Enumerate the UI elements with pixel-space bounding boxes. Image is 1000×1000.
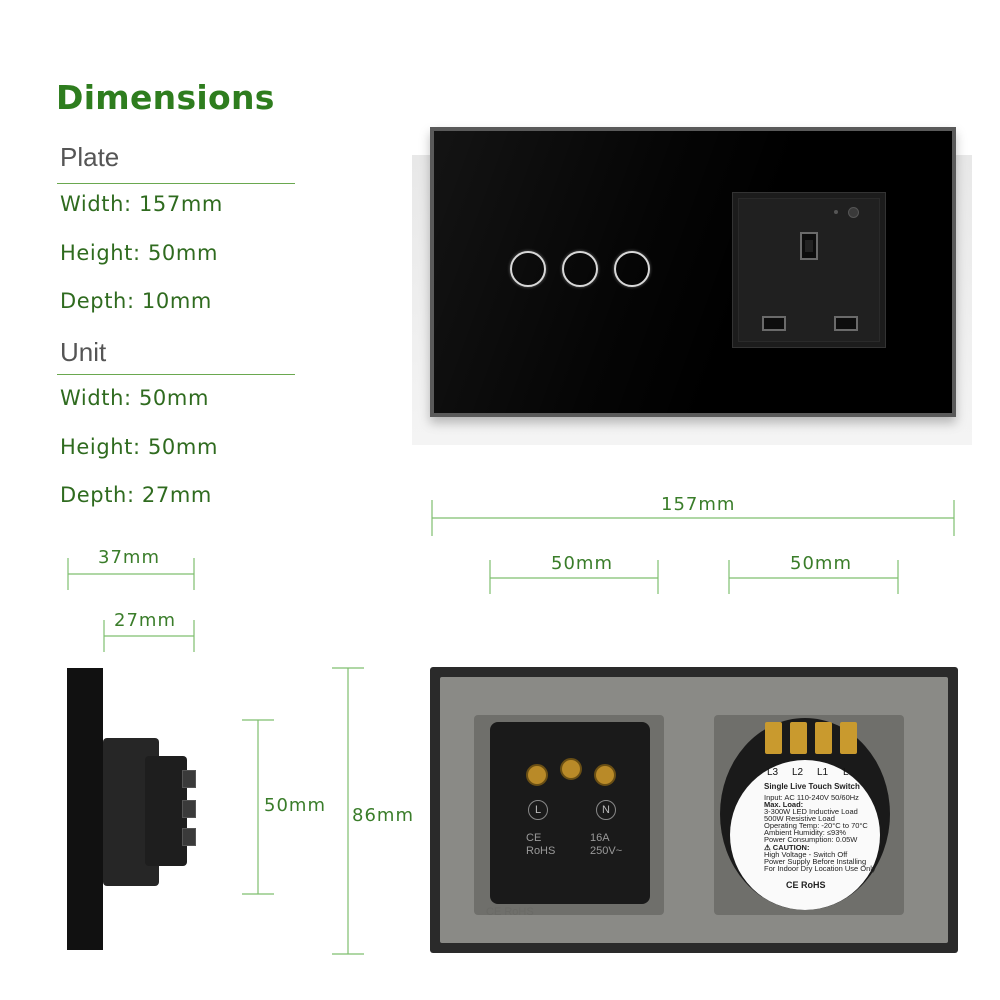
plate-width: Width: 157mm — [60, 192, 223, 216]
switch-label-line: Power Consumption: 0.05W — [764, 835, 858, 844]
switch-label-line: 3-300W LED Inductive Load — [764, 807, 858, 816]
switch-cert-mark: CE RoHS — [786, 880, 826, 890]
neutral-letter: N — [596, 800, 616, 820]
unit-depth: Depth: 27mm — [60, 483, 212, 507]
switch-label-line: Power Supply Before Installing — [764, 857, 867, 866]
unit-height: Height: 50mm — [60, 435, 219, 459]
plate-height: Height: 50mm — [60, 241, 219, 265]
switch-label-line: Operating Temp: -20°C to 70°C — [764, 821, 868, 830]
touch-button-2-ring-icon — [562, 251, 598, 287]
switch-label-line: Max. Load: — [764, 800, 804, 809]
plate-heading: Plate — [60, 142, 120, 172]
switch-label-line: Ambient Humidity: ≤93% — [764, 828, 847, 837]
plate-cert-mark: CE RoHS — [486, 906, 534, 918]
side-clip — [182, 828, 196, 846]
side-view-back-block — [145, 756, 187, 866]
side-view-plate — [67, 668, 103, 950]
total-depth-label: 37mm — [96, 547, 162, 568]
side-clip — [182, 800, 196, 818]
socket-cert-text: CE RoHS — [526, 832, 556, 857]
terminal-label-l1: L1 — [817, 767, 829, 778]
earth-pin-hole — [800, 232, 818, 260]
switch-label-line: ⚠ CAUTION: — [764, 843, 810, 852]
touch-button-3-ring-icon — [614, 251, 650, 287]
plate-rule — [57, 183, 295, 184]
module-right-width-label: 50mm — [788, 553, 854, 574]
screw-terminal-icon — [526, 764, 548, 786]
module-height-label: 50mm — [262, 795, 328, 816]
live-pin-hole — [762, 316, 786, 331]
terminal-l3 — [765, 722, 782, 754]
indicator-led-icon — [848, 207, 859, 218]
overall-width-label: 157mm — [659, 494, 738, 515]
body-depth-label: 27mm — [112, 610, 178, 631]
switch-label-line: For Indoor Dry Location Use Only — [764, 864, 876, 873]
indicator-dot-icon — [834, 210, 838, 214]
unit-heading: Unit — [60, 337, 107, 367]
socket-module — [490, 722, 650, 904]
terminal-l2 — [790, 722, 807, 754]
switch-label-line: 500W Resistive Load — [764, 814, 835, 823]
screw-terminal-icon — [594, 764, 616, 786]
switch-label — [730, 760, 880, 910]
switch-label-line: Input: AC 110-240V 50/60Hz — [764, 793, 859, 802]
module-left-width-label: 50mm — [549, 553, 615, 574]
unit-width: Width: 50mm — [60, 386, 209, 410]
neutral-pin-hole — [834, 316, 858, 331]
switch-label-line: High Voltage - Switch Off — [764, 850, 848, 859]
plate-height-label: 86mm — [350, 805, 416, 826]
screw-terminal-icon — [560, 758, 582, 780]
terminal-label-l2: L2 — [792, 767, 804, 778]
page-title: Dimensions — [56, 78, 275, 117]
touch-button-1-ring-icon — [510, 251, 546, 287]
terminal-label-l3: L3 — [767, 767, 779, 778]
socket-rating-text: 16A 250V~ — [590, 832, 623, 857]
plate-depth: Depth: 10mm — [60, 289, 212, 313]
switch-label-title: Single Live Touch Switch — [764, 782, 860, 791]
terminal-l — [840, 722, 857, 754]
live-letter: L — [528, 800, 548, 820]
unit-rule — [57, 374, 295, 375]
terminal-l1 — [815, 722, 832, 754]
side-clip — [182, 770, 196, 788]
terminal-label-l: L — [843, 767, 849, 778]
